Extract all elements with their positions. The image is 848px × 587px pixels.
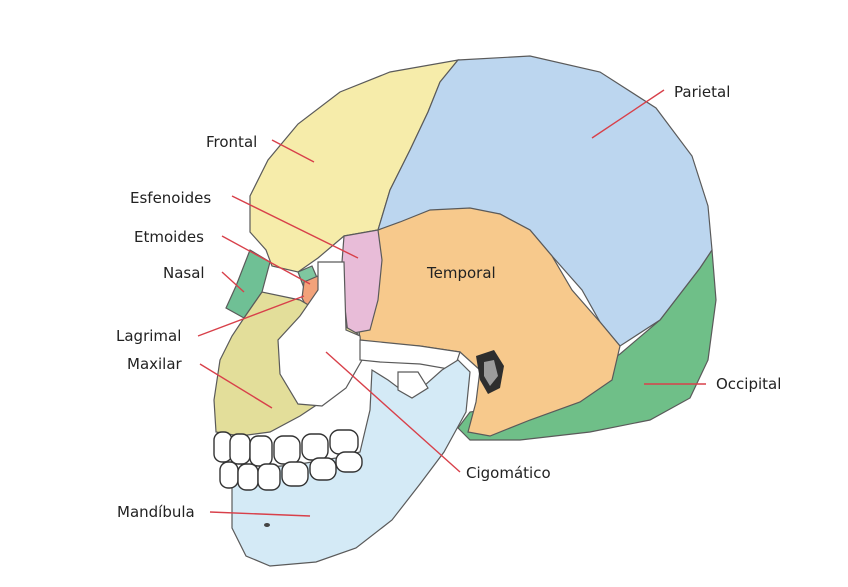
upper-teeth	[213, 429, 359, 467]
mental-foramen	[264, 523, 270, 527]
zygomatic-arch	[359, 339, 461, 371]
leader-lines	[197, 89, 706, 517]
lacrimal-leader	[197, 295, 305, 337]
label-nasal: Nasal	[163, 264, 205, 282]
label-frontal: Frontal	[206, 133, 257, 151]
mandible-leader	[209, 511, 311, 517]
maxilla-leader	[199, 363, 273, 409]
parietal-leader	[591, 89, 665, 139]
sphenoid-leader	[231, 195, 359, 259]
lower-teeth	[219, 451, 363, 491]
label-sphenoid: Esfenoides	[130, 189, 211, 207]
ear-canal-inner	[484, 360, 498, 386]
mandibular-notch	[397, 371, 429, 399]
label-mandible: Mandíbula	[117, 503, 195, 521]
zygomatic-leader	[325, 351, 461, 473]
label-occipital: Occipital	[716, 375, 781, 393]
parietal-bone	[377, 55, 713, 347]
zygomatic-bone	[277, 261, 363, 407]
label-ethmoid: Etmoides	[134, 228, 204, 246]
label-lacrimal: Lagrimal	[116, 327, 181, 345]
label-temporal: Temporal	[426, 264, 496, 282]
label-zygomatic: Cigomático	[466, 464, 551, 482]
ethmoid-leader	[221, 235, 311, 285]
label-parietal: Parietal	[674, 83, 730, 101]
nasal-leader	[221, 271, 245, 293]
label-maxilla: Maxilar	[127, 355, 183, 373]
frontal-leader	[271, 139, 315, 163]
